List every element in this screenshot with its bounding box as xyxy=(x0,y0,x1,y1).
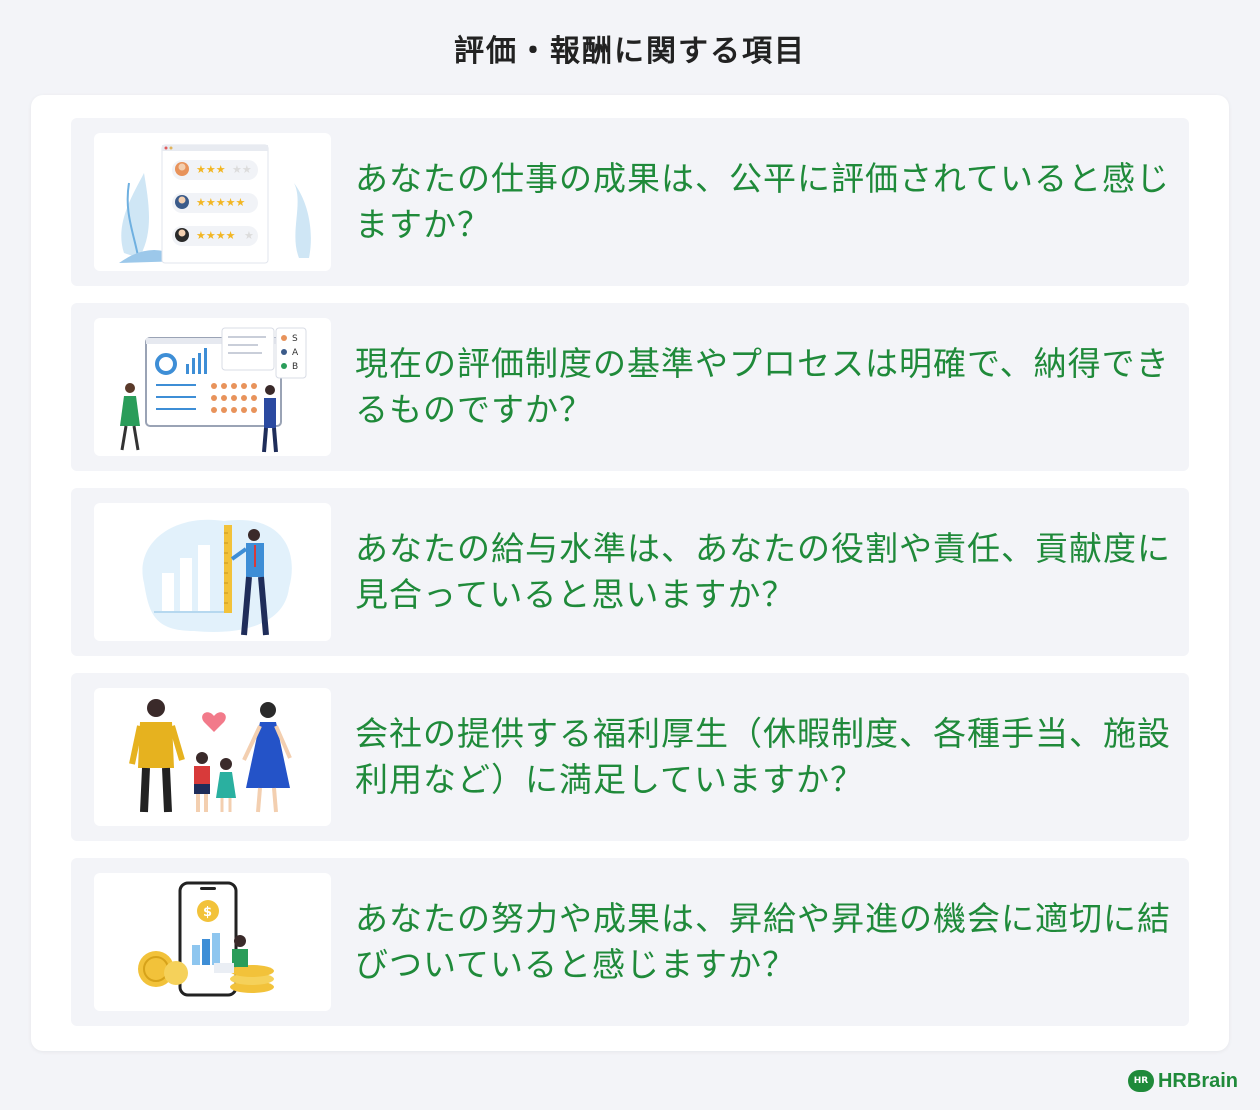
svg-text:★★: ★★ xyxy=(232,163,252,176)
page-title: 評価・報酬に関する項目 xyxy=(454,34,806,69)
question-text-3: あなたの給与水準は、あなたの役割や責任、貢献度に見合っていると思いますか？ xyxy=(355,529,1171,614)
question-item-2: S A B 現在の評価制度の基準やプロセスは明確で、納得できるものですか？ xyxy=(71,303,1189,471)
grade-a: A xyxy=(292,348,299,358)
svg-text:★★★★: ★★★★ xyxy=(196,229,236,242)
question-item-1: ★★★★★ ★★★★★ ★★★★★ あなたの仕事の成果は、公平に評価されていると… xyxy=(71,118,1189,286)
question-item-3: あなたの給与水準は、あなたの役割や責任、貢献度に見合っていると思いますか？ xyxy=(71,488,1189,656)
brand-name: HRBrain xyxy=(1157,1069,1238,1092)
question-text-5: あなたの努力や成果は、昇給や昇進の機会に適切に結びついていると感じますか？ xyxy=(355,899,1171,984)
family-icon xyxy=(129,699,292,813)
grade-b: B xyxy=(292,362,298,372)
rating-stars-illustration: ★★★★★ ★★★★★ ★★★★★ xyxy=(94,133,331,271)
question-item-5: $ あなたの努力や成果は、昇給や昇進の機会に適切に結びついていると感じますか？ xyxy=(71,858,1189,1026)
question-item-4: 会社の提供する福利厚生（休暇制度、各種手当、施設利用など）に満足していますか？ xyxy=(71,673,1189,841)
family-illustration xyxy=(94,688,331,826)
brand-mark-icon: HR xyxy=(1127,1070,1154,1092)
smartphone-coins-illustration: $ xyxy=(94,873,331,1011)
question-text-4: 会社の提供する福利厚生（休暇制度、各種手当、施設利用など）に満足していますか？ xyxy=(355,714,1171,799)
brand-logo: HR HRBrain xyxy=(1127,1068,1238,1094)
svg-text:$: $ xyxy=(203,905,212,920)
svg-text:★: ★ xyxy=(244,229,254,242)
question-text-2: 現在の評価制度の基準やプロセスは明確で、納得できるものですか？ xyxy=(355,344,1170,429)
svg-text:★★★★★: ★★★★★ xyxy=(196,196,245,209)
question-text-1: あなたの仕事の成果は、公平に評価されていると感じますか？ xyxy=(355,159,1171,244)
svg-text:★★★: ★★★ xyxy=(196,163,226,176)
questions-card: ★★★★★ ★★★★★ ★★★★★ あなたの仕事の成果は、公平に評価されていると… xyxy=(31,95,1229,1051)
rating-stars-icon: ★★★★★ ★★★★★ ★★★★★ xyxy=(119,144,311,264)
evaluation-board-icon: S A B xyxy=(120,327,307,453)
smartphone-coins-icon: $ xyxy=(138,881,274,997)
grade-s: S xyxy=(292,334,298,344)
salary-chart-illustration xyxy=(94,503,331,641)
salary-chart-icon xyxy=(142,519,292,636)
evaluation-board-illustration: S A B xyxy=(94,318,331,456)
